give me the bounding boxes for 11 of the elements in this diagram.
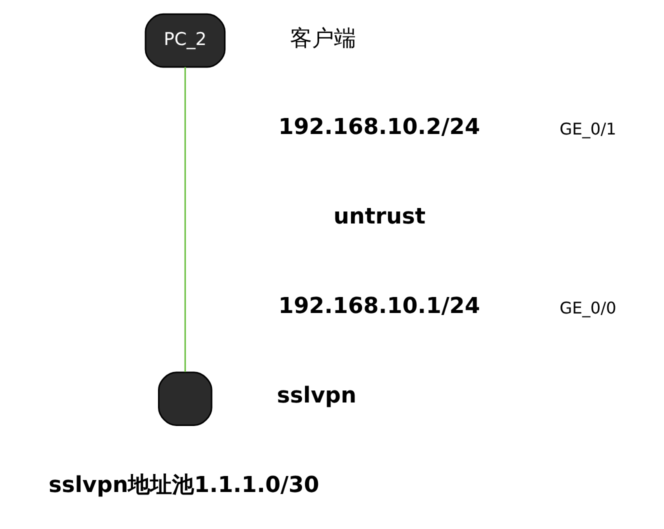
label: sslvpn地址池1.1.1.0/30 — [48, 473, 320, 498]
label: 192.168.10.2/24 — [278, 114, 480, 140]
label: sslvpn — [276, 384, 356, 409]
node-box: PC_2 — [144, 13, 226, 68]
label: 192.168.10.1/24 — [278, 294, 480, 319]
node-label: 客户端 — [290, 26, 356, 52]
label: GE_0/1 — [560, 119, 616, 138]
connector — [184, 67, 186, 372]
label: untrust — [333, 204, 426, 230]
label: GE_0/0 — [560, 298, 616, 318]
node-box — [158, 372, 212, 426]
